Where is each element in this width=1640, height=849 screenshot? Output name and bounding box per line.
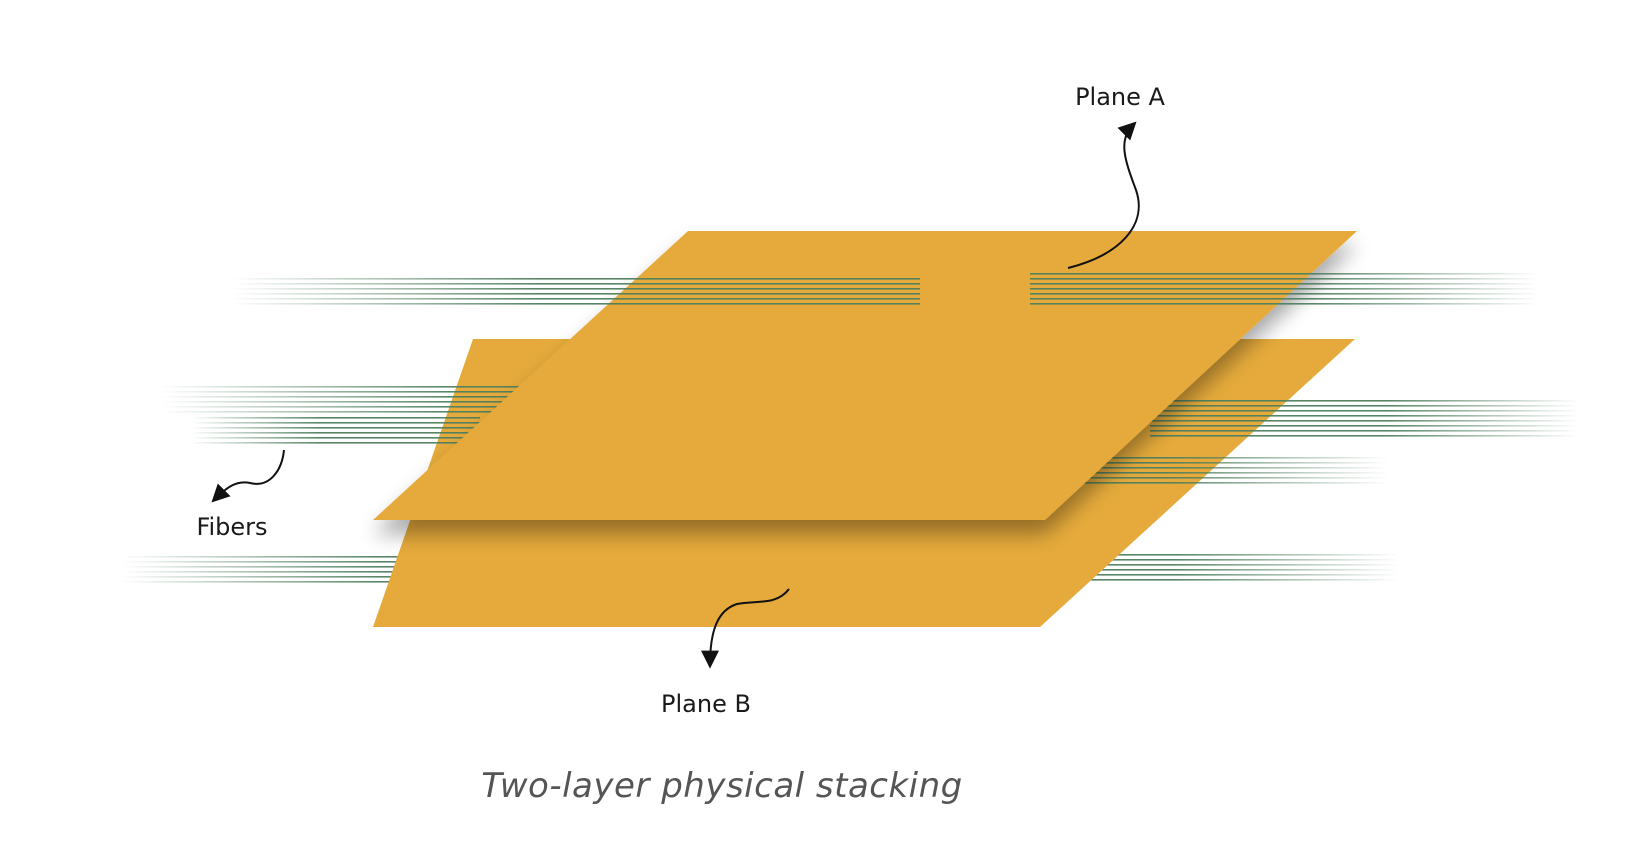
fiber-strand xyxy=(890,457,1390,459)
fiber-strand xyxy=(160,401,800,403)
fiber-strand xyxy=(890,467,1390,469)
fiber-strand xyxy=(230,293,920,295)
fiber-strand xyxy=(1030,278,1540,280)
fiber-strand xyxy=(160,391,800,393)
fiber-strand xyxy=(190,427,480,429)
fiber-strand xyxy=(900,554,1400,556)
fiber-strand xyxy=(1030,293,1540,295)
plane-a-label: Plane A xyxy=(1075,83,1165,111)
fibers-leader-arrow xyxy=(211,449,285,503)
fiber-strand xyxy=(890,482,1390,484)
fiber-strand xyxy=(1150,425,1580,427)
fiber-strand xyxy=(900,579,1400,581)
fiber-strand xyxy=(230,283,920,285)
fibers-label: Fibers xyxy=(196,513,267,541)
fiber-bundles-front xyxy=(230,273,1540,305)
fiber-strand xyxy=(1150,415,1580,417)
fiber-strand xyxy=(1150,435,1580,437)
fiber-strand xyxy=(900,569,1400,571)
fiber-strand xyxy=(190,422,480,424)
plane-b-label: Plane B xyxy=(661,690,751,718)
fiber-strand xyxy=(230,278,920,280)
fiber-strand xyxy=(230,288,920,290)
plane-a-leader-arrow xyxy=(1067,121,1140,269)
fiber-strand xyxy=(160,411,800,413)
fiber-strand xyxy=(890,462,1390,464)
fiber-strand xyxy=(190,437,480,439)
fiber-strand xyxy=(900,564,1400,566)
fiber-strand xyxy=(230,298,920,300)
fiber-strand xyxy=(1150,430,1580,432)
fiber-strand xyxy=(190,417,480,419)
fiber-strand xyxy=(890,472,1390,474)
fiber-strand xyxy=(1030,303,1540,305)
fiber-strand xyxy=(900,574,1400,576)
fiber-strand xyxy=(1030,273,1540,275)
fiber-bundles-mid xyxy=(160,386,1580,484)
fiber-strand xyxy=(890,477,1390,479)
figure-caption: Two-layer physical stacking xyxy=(481,766,963,806)
fiber-strand xyxy=(1150,410,1580,412)
fiber-strand xyxy=(1150,400,1580,402)
fiber-strand xyxy=(160,386,800,388)
fiber-strand xyxy=(900,559,1400,561)
fiber-strand xyxy=(190,432,480,434)
fiber-strand xyxy=(1150,420,1580,422)
fiber-strand xyxy=(230,303,920,305)
fiber-strand xyxy=(1030,298,1540,300)
fiber-strand xyxy=(160,406,800,408)
fiber-strand xyxy=(1030,288,1540,290)
fiber-strand xyxy=(1030,283,1540,285)
fiber-strand xyxy=(160,396,800,398)
fiber-strand xyxy=(1150,405,1580,407)
plane-b-leader-arrow xyxy=(701,588,790,669)
fiber-strand xyxy=(190,442,480,444)
